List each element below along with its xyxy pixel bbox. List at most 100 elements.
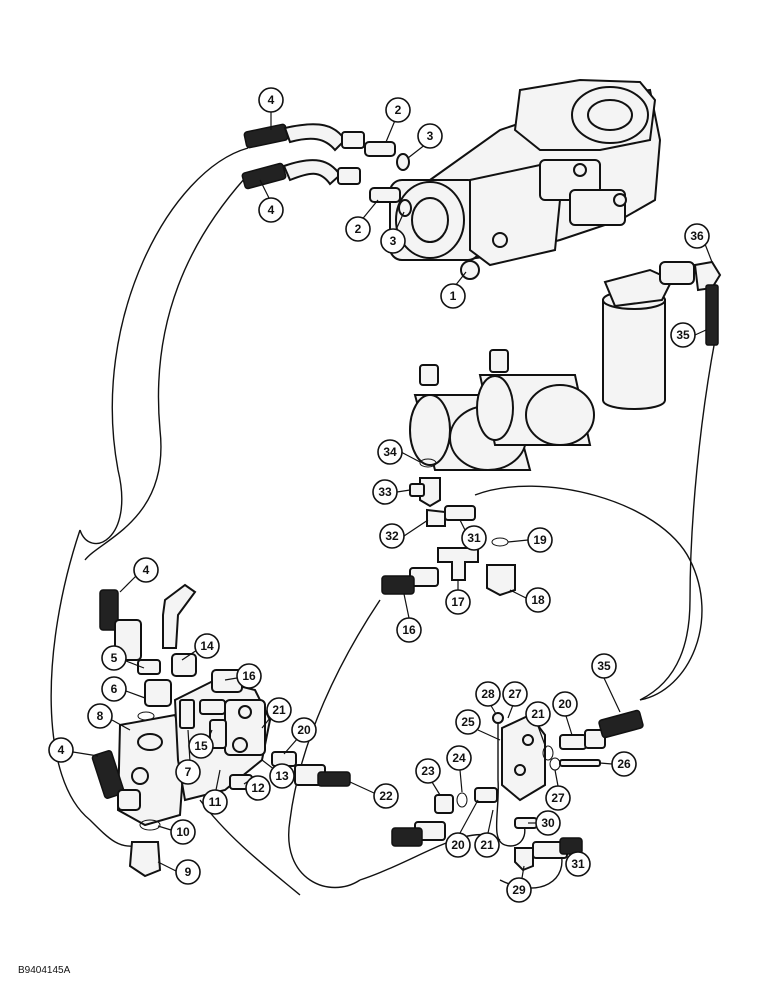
svg-text:11: 11 xyxy=(209,795,222,809)
callout-4: 4 xyxy=(133,557,159,583)
callout-19: 19 xyxy=(527,527,553,553)
svg-text:21: 21 xyxy=(480,838,494,852)
svg-text:32: 32 xyxy=(385,529,399,543)
callout-7: 7 xyxy=(175,759,201,785)
callout-16: 16 xyxy=(396,617,422,643)
svg-text:4: 4 xyxy=(268,93,275,107)
callout-21: 21 xyxy=(474,832,500,858)
svg-text:26: 26 xyxy=(617,757,631,771)
callout-27: 27 xyxy=(502,681,528,707)
svg-text:24: 24 xyxy=(452,751,466,765)
svg-text:2: 2 xyxy=(395,103,402,117)
callout-20: 20 xyxy=(445,832,471,858)
callout-12: 12 xyxy=(245,775,271,801)
callout-28: 28 xyxy=(475,681,501,707)
callout-3: 3 xyxy=(417,123,443,149)
callout-13: 13 xyxy=(269,763,295,789)
callout-6: 6 xyxy=(101,676,127,702)
svg-text:25: 25 xyxy=(461,715,475,729)
callout-4: 4 xyxy=(258,87,284,113)
callout-20: 20 xyxy=(291,717,317,743)
upper-hose-assemblies xyxy=(241,123,365,190)
svg-text:16: 16 xyxy=(242,669,256,683)
svg-text:23: 23 xyxy=(421,764,435,778)
svg-text:5: 5 xyxy=(111,651,118,665)
callout-8: 8 xyxy=(87,703,113,729)
svg-text:3: 3 xyxy=(390,234,397,248)
callouts: 4 2 3 4 2 3 1 36 35 34 33 32 31 19 17 18 xyxy=(48,87,713,903)
callout-23: 23 xyxy=(415,758,441,784)
svg-text:31: 31 xyxy=(571,857,585,871)
pressure-switch-block xyxy=(391,709,644,872)
svg-text:15: 15 xyxy=(194,739,208,753)
callout-21: 21 xyxy=(266,697,292,723)
callout-14: 14 xyxy=(194,633,220,659)
svg-text:33: 33 xyxy=(378,485,392,499)
svg-text:18: 18 xyxy=(531,593,545,607)
svg-text:22: 22 xyxy=(379,789,393,803)
callout-25: 25 xyxy=(455,709,481,735)
svg-text:8: 8 xyxy=(97,709,104,723)
callout-20: 20 xyxy=(552,691,578,717)
svg-text:4: 4 xyxy=(143,563,150,577)
callout-3: 3 xyxy=(380,228,406,254)
callout-32: 32 xyxy=(379,523,405,549)
callout-27: 27 xyxy=(545,785,571,811)
svg-text:13: 13 xyxy=(275,769,289,783)
callout-15: 15 xyxy=(188,733,214,759)
callout-21: 21 xyxy=(525,701,551,727)
callout-2: 2 xyxy=(385,97,411,123)
svg-text:34: 34 xyxy=(383,445,397,459)
callout-35: 35 xyxy=(591,653,617,679)
svg-text:31: 31 xyxy=(467,531,481,545)
callout-34: 34 xyxy=(377,439,403,465)
callout-17: 17 xyxy=(445,589,471,615)
drawing-code: B9404145A xyxy=(18,965,71,976)
svg-text:30: 30 xyxy=(541,816,555,830)
svg-text:21: 21 xyxy=(272,703,286,717)
callout-29: 29 xyxy=(506,877,532,903)
callout-1: 1 xyxy=(440,283,466,309)
svg-text:20: 20 xyxy=(558,697,572,711)
callout-24: 24 xyxy=(446,745,472,771)
svg-text:1: 1 xyxy=(450,289,457,303)
callout-4: 4 xyxy=(258,197,284,223)
hose-lines xyxy=(50,147,716,896)
svg-text:35: 35 xyxy=(597,659,611,673)
filter-assembly xyxy=(602,260,722,410)
callout-10: 10 xyxy=(170,819,196,845)
valve-fittings xyxy=(91,583,351,878)
hydraulic-pump xyxy=(389,78,662,280)
callout-31: 31 xyxy=(461,525,487,551)
svg-text:28: 28 xyxy=(481,687,495,701)
svg-text:27: 27 xyxy=(508,687,522,701)
svg-text:7: 7 xyxy=(185,765,192,779)
svg-text:6: 6 xyxy=(111,682,118,696)
callout-11: 11 xyxy=(202,789,228,815)
svg-text:4: 4 xyxy=(268,203,275,217)
callout-36: 36 xyxy=(684,223,710,249)
svg-text:36: 36 xyxy=(690,229,704,243)
svg-text:2: 2 xyxy=(355,222,362,236)
callout-16: 16 xyxy=(236,663,262,689)
svg-text:27: 27 xyxy=(551,791,565,805)
svg-text:16: 16 xyxy=(402,623,416,637)
pump-fittings xyxy=(364,141,412,217)
svg-text:12: 12 xyxy=(251,781,265,795)
callout-35: 35 xyxy=(670,322,696,348)
callout-22: 22 xyxy=(373,783,399,809)
callout-33: 33 xyxy=(372,479,398,505)
svg-text:17: 17 xyxy=(451,595,465,609)
svg-text:20: 20 xyxy=(297,723,311,737)
callout-18: 18 xyxy=(525,587,551,613)
svg-text:35: 35 xyxy=(676,328,690,342)
svg-text:9: 9 xyxy=(185,865,192,879)
svg-text:10: 10 xyxy=(176,825,190,839)
svg-text:3: 3 xyxy=(427,129,434,143)
callout-30: 30 xyxy=(535,810,561,836)
svg-text:14: 14 xyxy=(200,639,214,653)
svg-text:19: 19 xyxy=(533,533,547,547)
callout-2: 2 xyxy=(345,216,371,242)
svg-text:21: 21 xyxy=(531,707,545,721)
